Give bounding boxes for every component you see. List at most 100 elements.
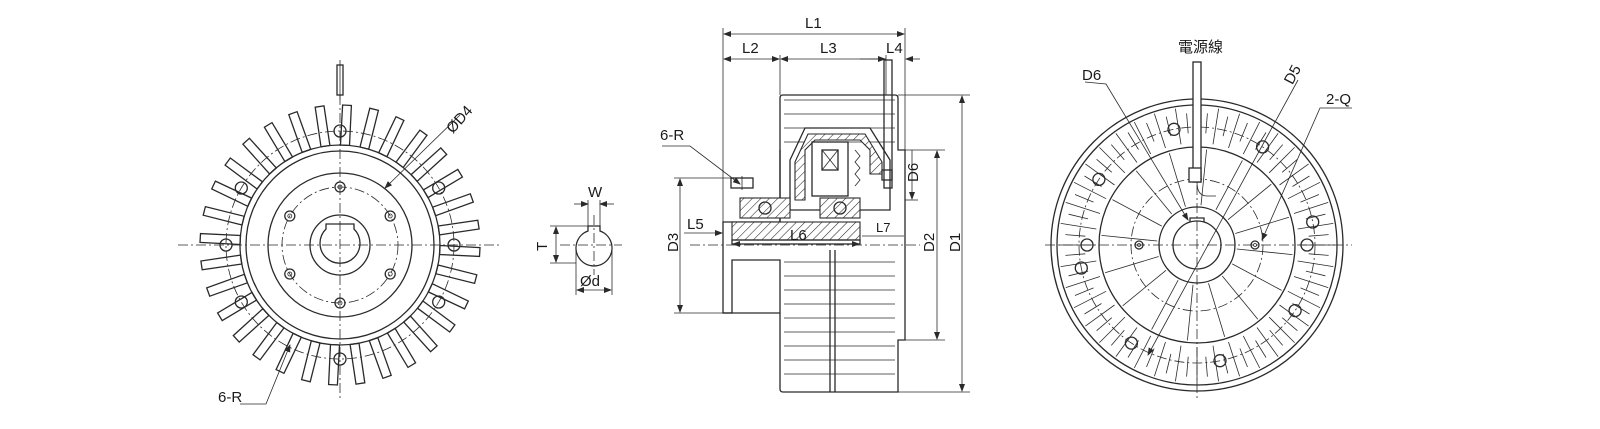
rear-fin [1256,133,1279,163]
fin [300,340,321,383]
rear-fin [1228,341,1240,377]
rear-view: 電源線 D6 D5 2-Q [1045,39,1352,400]
rear-bolt-hole [1092,172,1106,187]
outer-bolt-hole [432,181,446,195]
fin [202,205,245,226]
side-cooling-fins [784,99,895,392]
inner-bolt-hole [284,210,296,222]
fin [275,332,303,375]
fin [200,254,243,271]
rear-fin [1242,335,1261,369]
rear-power-cable [1192,61,1202,183]
rear-fin [1175,108,1182,145]
rear-spoke [1208,283,1226,338]
dim-D1: D1 [947,233,964,252]
rear-spoke [1232,263,1282,291]
dim-L1: L1 [805,15,822,32]
rear-spoke [1112,199,1162,227]
coil-symbol [821,149,839,171]
fin [431,192,475,217]
fin [410,146,448,183]
rear-fin [1279,304,1309,327]
front-view: ØD4 6-R [178,60,500,406]
pcd-leader [384,114,461,189]
fin [241,137,278,175]
width-label: W [588,184,603,201]
rear-fin [1154,341,1166,377]
rear-d6-label: D6 [1082,67,1101,84]
fin [402,315,439,353]
rear-fin [1060,260,1097,267]
fin [349,342,366,385]
rear-fin [1279,163,1309,186]
dim-L5: L5 [687,216,704,233]
rear-bolt-hole [1213,354,1227,368]
bore-with-keyway [319,223,361,264]
rear-fin [1228,113,1240,149]
fin [386,327,417,369]
side-section-view: L1 L2 L3 L4 L5 L6 L7 D1 D2 D6 [660,15,970,393]
inner-bolt-hole [384,210,396,222]
rear-fin [1297,260,1334,267]
rear-bolt-hole [1074,261,1088,275]
fin [368,336,393,380]
rear-bolt-hole [1124,336,1139,350]
rear-spoke [1235,216,1290,234]
coil [811,141,849,197]
rear-fin [1287,181,1321,200]
shaft-section-view: W T Ød [534,184,622,295]
rear-fin [1133,121,1152,155]
rear-spoke [1221,275,1259,320]
rear-fin [1293,276,1329,288]
rear-d5-label: D5 [1281,62,1305,87]
dim-D6: D6 [905,163,922,182]
dim-D2: D2 [921,233,938,252]
rear-fin [1175,345,1182,382]
bolt-holes-leader [240,344,291,405]
fin [416,300,456,333]
rear-spoke [1122,269,1167,307]
rear-fin [1268,316,1295,343]
rear-bolt-hole [1255,140,1270,154]
bolt-holes-label: 6-R [218,389,242,406]
rear-spokes [1101,149,1293,341]
fin [377,115,405,158]
dim-L6: L6 [790,227,807,244]
dim-L3: L3 [820,40,837,57]
rear-spoke [1101,235,1158,242]
rear-fin [1287,290,1321,309]
rear-cooling-fins [1059,107,1335,383]
fin [314,105,331,148]
rear-spoke [1236,248,1293,255]
outer-bolt-hole [432,295,446,309]
rear-fin [1099,147,1126,174]
side-bolt-label: 6-R [660,127,684,144]
dim-L7: L7 [876,220,890,235]
power-cable-label: 電源線 [1178,39,1223,56]
rear-spoke [1135,170,1173,215]
rear-bolt-hole [1167,122,1181,136]
rear-fin [1212,345,1219,382]
outer-bolt-hole [234,295,248,309]
rear-fin [1115,133,1138,163]
rear-bolt-hole [1306,215,1320,229]
rear-fin [1065,276,1101,288]
fin [437,219,480,236]
rear-fin [1133,335,1152,369]
hatched-housing-section [794,133,883,201]
clutch-body-outline [722,94,906,393]
depth-label: T [534,242,551,251]
rear-spoke [1151,280,1179,330]
shaft-profile [575,225,613,267]
rear-spoke [1187,284,1194,341]
fin [359,107,380,150]
bearing-left [739,197,791,219]
bearing-right [819,197,861,219]
fin [232,307,270,344]
rear-fin [1268,147,1295,174]
spring [854,149,861,187]
rear-spoke [1168,152,1186,207]
rear-spoke [1227,183,1272,221]
rear-fin [1060,223,1097,230]
